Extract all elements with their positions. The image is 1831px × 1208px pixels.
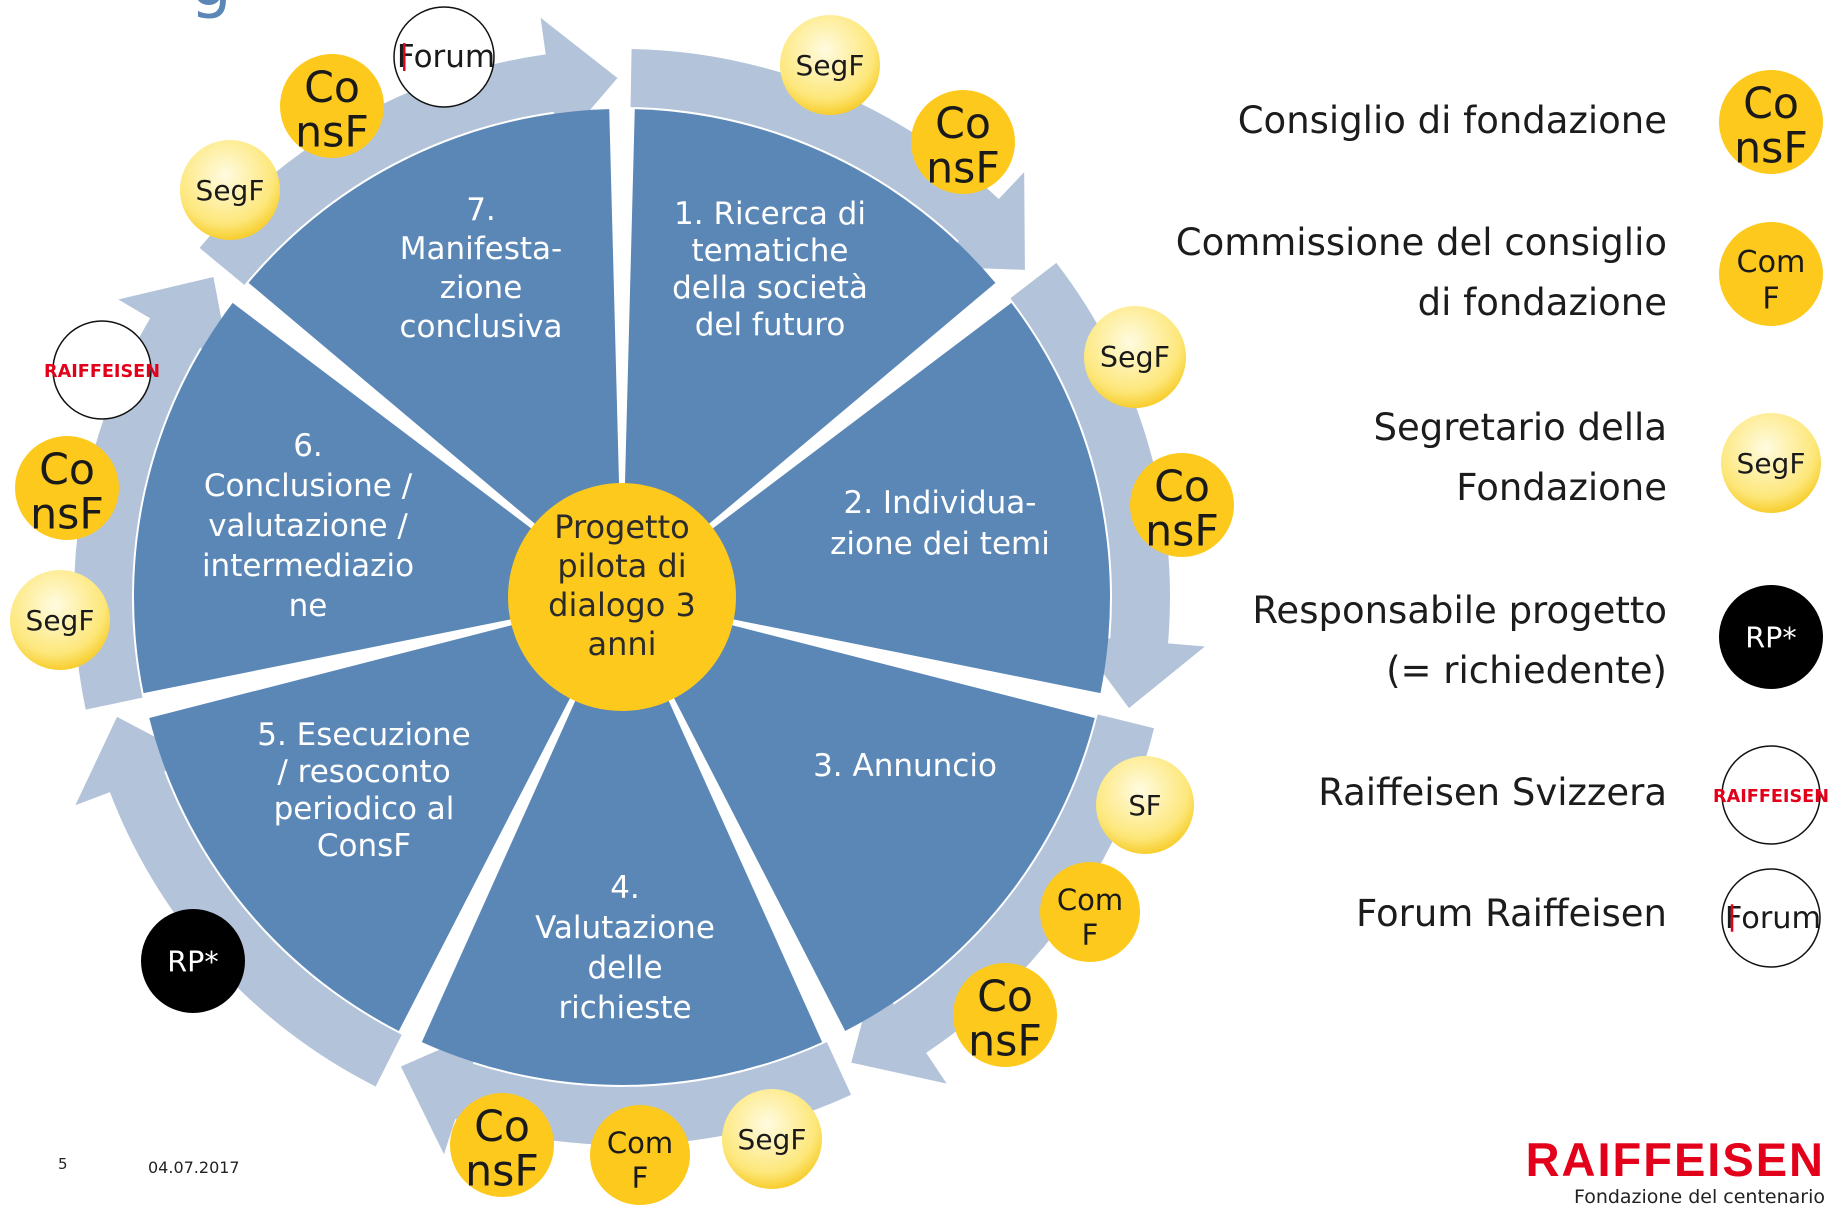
legend-label-rp: Responsabile progetto (= richiedente) xyxy=(1252,589,1667,692)
segf-badge-step1: SegF xyxy=(780,15,880,115)
svg-text:SegF: SegF xyxy=(796,49,865,82)
svg-text:SegF: SegF xyxy=(26,604,95,637)
segment-4 xyxy=(421,613,823,1085)
svg-text:RAIFFEISEN: RAIFFEISEN xyxy=(44,362,160,382)
step-3-label: 3. Annuncio xyxy=(813,748,997,784)
title-fragment: g xyxy=(190,0,232,18)
legend-label-forum: Forum Raiffeisen xyxy=(1356,892,1667,935)
svg-text:SegF: SegF xyxy=(196,174,265,207)
segment-1 xyxy=(622,109,996,586)
cycle-segments xyxy=(134,109,1110,1085)
legend-segf-badge: SegF xyxy=(1721,413,1821,513)
cycle-arrow-3 xyxy=(851,714,1155,1084)
svg-text:SF: SF xyxy=(1128,791,1161,822)
raiffeisen-badge-step6: RAIFFEISEN xyxy=(44,320,160,420)
svg-text:SegF: SegF xyxy=(738,1123,807,1156)
segment-5 xyxy=(149,601,614,1031)
svg-text:RP*: RP* xyxy=(167,944,218,978)
segment-7 xyxy=(248,109,622,586)
page-number: 5 xyxy=(58,1155,68,1173)
forum-badge-step7: Forum xyxy=(393,6,495,108)
legend-forum-badge: Forum xyxy=(1721,868,1821,968)
svg-text:ConsF: ConsF xyxy=(30,445,104,540)
svg-text:RAIFFEISEN: RAIFFEISEN xyxy=(1713,787,1829,807)
segment-6 xyxy=(134,302,608,694)
step-2-label: 2. Individua-zione dei temi xyxy=(830,485,1050,562)
svg-text:ConsF: ConsF xyxy=(1734,79,1808,174)
cycle-arrow-6 xyxy=(73,276,231,710)
brand-subtitle: Fondazione del centenario xyxy=(1573,1186,1825,1208)
svg-text:ConsF: ConsF xyxy=(465,1102,539,1197)
rp-badge-step5: RP* xyxy=(141,909,245,1013)
cycle-arrow-1 xyxy=(630,49,1025,270)
segment-2 xyxy=(636,302,1110,694)
svg-text:ConsF: ConsF xyxy=(926,99,1000,194)
cycle-arrow-5 xyxy=(75,716,402,1087)
legend-raiffeisen-badge: RAIFFEISEN xyxy=(1713,745,1829,845)
segf-badge-step6: SegF xyxy=(10,570,110,670)
footer-date: 04.07.2017 xyxy=(148,1158,240,1177)
svg-text:Forum: Forum xyxy=(1725,901,1821,936)
step-6-label: 6.Conclusione /valutazione /intermediazi… xyxy=(202,428,414,624)
brand-name: RAIFFEISEN xyxy=(1525,1133,1825,1186)
brand-logo: RAIFFEISEN Fondazione del centenario xyxy=(1526,1136,1825,1208)
svg-text:ConsF: ConsF xyxy=(1145,462,1219,557)
segf-badge-step7: SegF xyxy=(180,140,280,240)
sf-badge-step3: SF xyxy=(1096,756,1194,854)
legend-label-segf: Segretario della Fondazione xyxy=(1373,406,1667,509)
cycle-arrow-2 xyxy=(1010,262,1205,709)
svg-text:Forum: Forum xyxy=(397,39,495,75)
svg-text:ConsF: ConsF xyxy=(295,63,369,158)
cycle-arrow-7 xyxy=(199,17,618,285)
svg-text:SegF: SegF xyxy=(1737,447,1806,480)
legend-rp-badge: RP* xyxy=(1719,585,1823,689)
segment-3 xyxy=(630,601,1095,1031)
legend-label-consf: Consiglio di fondazione xyxy=(1237,99,1667,142)
svg-text:ConsF: ConsF xyxy=(968,972,1042,1067)
center-circle xyxy=(508,483,736,711)
legend-label-raiffeisen: Raiffeisen Svizzera xyxy=(1318,771,1667,814)
segf-badge-step4: SegF xyxy=(722,1089,822,1189)
svg-text:RP*: RP* xyxy=(1745,620,1796,654)
legend-label-comf: Commissione del consiglio di fondazione xyxy=(1175,221,1667,324)
segf-badge-step2: SegF xyxy=(1084,306,1186,408)
svg-text:SegF: SegF xyxy=(1100,340,1170,374)
